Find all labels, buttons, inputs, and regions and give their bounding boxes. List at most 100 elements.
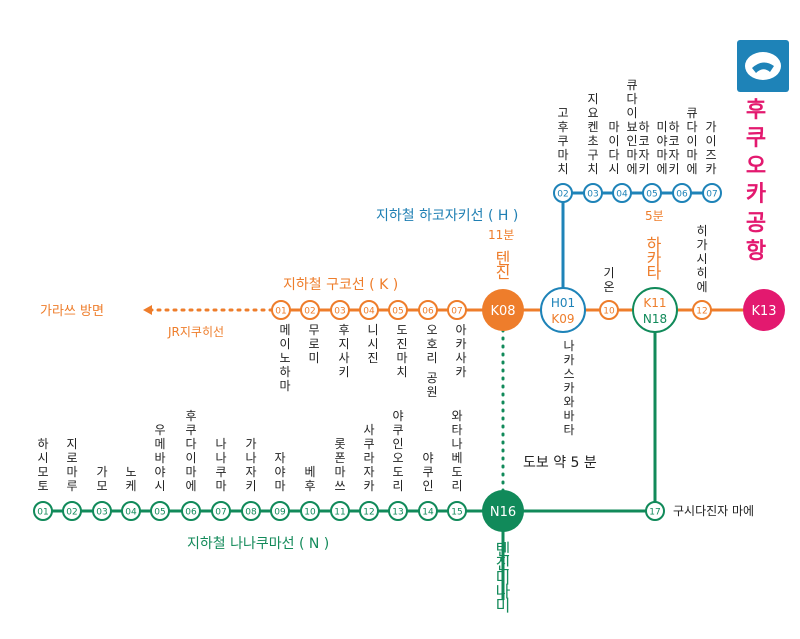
direction-label: 가라쓰 방면: [40, 304, 104, 319]
nakasu-hub-code-k: K09: [551, 312, 574, 326]
hakata-hub-marker: [632, 287, 678, 333]
nanakuma-station-10-code: 10: [304, 508, 316, 518]
airport-hub-marker: [743, 289, 785, 331]
nanakuma-station-07-marker: [211, 501, 231, 521]
kuko-station-10-code: 10: [603, 307, 615, 317]
tenjin-minami-hub-code: N16: [490, 505, 516, 520]
kuko-station-02-code: 02: [304, 307, 315, 317]
kuko-station-04-code: 04: [363, 307, 375, 317]
hakozaki-station-03-code: 03: [587, 190, 598, 200]
walk-label: 도보 약 5 분: [523, 455, 597, 471]
nanakuma-station-14-code: 14: [422, 508, 434, 518]
kuko-station-03-marker: [330, 300, 350, 320]
hakozaki-station-06-code: 06: [676, 190, 688, 200]
nanakuma-station-12-marker: [359, 501, 379, 521]
nanakuma-station-01-marker: [33, 501, 53, 521]
hakozaki-station-04-marker: [612, 183, 632, 203]
airport-hub-code: K13: [751, 304, 776, 319]
nanakuma-station-04-code: 04: [125, 508, 137, 518]
hakozaki-station-02-code: 02: [557, 190, 568, 200]
airport-plane-shape: [752, 62, 774, 73]
kuko-station-02-marker: [300, 300, 320, 320]
nanakuma-station-03-code: 03: [96, 508, 107, 518]
kuko-station-01-code: 01: [275, 307, 286, 317]
kuko-station-07-code: 07: [451, 307, 462, 317]
airport-logo: [737, 40, 789, 92]
nanakuma-station-13-marker: [388, 501, 408, 521]
kuko-station-12-code: 12: [696, 307, 707, 317]
nanakuma-station-11-code: 11: [334, 508, 345, 518]
direction-arrow-icon: [143, 305, 152, 315]
nanakuma-station-15-marker: [447, 501, 467, 521]
kuko-station-07-marker: [447, 300, 467, 320]
nanakuma-station-14-marker: [418, 501, 438, 521]
nanakuma-station-03-marker: [92, 501, 112, 521]
hakozaki-station-05-code: 05: [646, 190, 657, 200]
nanakuma-station-17-marker: [645, 501, 665, 521]
kuko-station-12-marker: [692, 300, 712, 320]
kuko-station-04-marker: [359, 300, 379, 320]
hakozaki-station-07-code: 07: [706, 190, 717, 200]
nanakuma-station-07-code: 07: [215, 508, 226, 518]
nakasu-hub-code-h: H01: [551, 296, 575, 310]
kuko-station-06-marker: [418, 300, 438, 320]
kuko-line-title: 지하철 구코선 ( K ): [283, 277, 398, 293]
nanakuma-station-17-label: 구시다진자 마에: [673, 504, 754, 518]
kuko-station-03-code: 03: [334, 307, 345, 317]
nanakuma-station-08-code: 08: [245, 508, 257, 518]
nanakuma-station-13-code: 13: [392, 508, 403, 518]
tenjin-time-label: 11분: [488, 228, 514, 242]
hakozaki-station-04-code: 04: [616, 190, 628, 200]
jr-line-label: JR지쿠히선: [167, 325, 224, 339]
nanakuma-station-05-marker: [150, 501, 170, 521]
hakata-hub-code-k: K11: [643, 296, 666, 310]
kuko-station-05-marker: [388, 300, 408, 320]
hakozaki-station-03-marker: [583, 183, 603, 203]
kuko-station-01-marker: [271, 300, 291, 320]
tenjin-hub-code: K08: [490, 304, 515, 319]
nanakuma-station-04-marker: [121, 501, 141, 521]
nanakuma-station-11-marker: [330, 501, 350, 521]
nanakuma-station-02-marker: [62, 501, 82, 521]
nanakuma-station-09-marker: [270, 501, 290, 521]
hakozaki-line-title: 지하철 하코자키선 ( H ): [376, 208, 518, 224]
nanakuma-station-08-marker: [241, 501, 261, 521]
hakata-time-label: 5분: [645, 209, 664, 223]
nanakuma-station-09-code: 09: [274, 508, 286, 518]
hakata-hub-code-n: N18: [643, 312, 667, 326]
kuko-station-10-marker: [599, 300, 619, 320]
